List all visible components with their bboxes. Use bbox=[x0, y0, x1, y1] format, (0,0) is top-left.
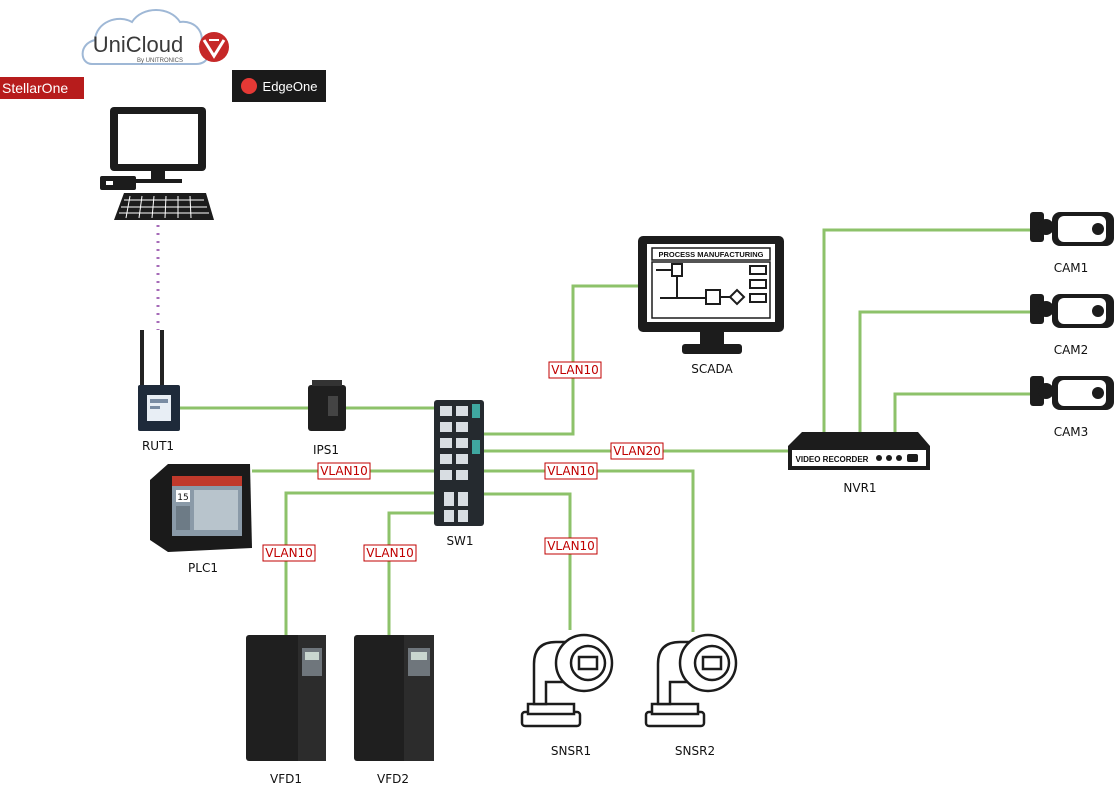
vlan-label-vfd1: VLAN10 bbox=[262, 544, 316, 562]
sensor-snsr1-icon bbox=[520, 633, 614, 728]
ips1-device bbox=[308, 380, 346, 431]
svg-text:VLAN10: VLAN10 bbox=[547, 464, 595, 478]
camera-cam3-icon bbox=[1030, 376, 1114, 410]
svg-text:VIDEO RECORDER: VIDEO RECORDER bbox=[796, 455, 869, 464]
svg-text:15: 15 bbox=[177, 493, 188, 503]
vlan-label-snsr2: VLAN10 bbox=[544, 462, 598, 480]
svg-text:VLAN20: VLAN20 bbox=[613, 444, 661, 458]
vfd1-device bbox=[246, 635, 326, 761]
ips1-label: IPS1 bbox=[313, 443, 339, 457]
link-nvr1-cam2 bbox=[858, 310, 1032, 432]
svg-text:VLAN10: VLAN10 bbox=[551, 363, 599, 377]
switch-sw1 bbox=[434, 400, 484, 526]
snsr1-label: SNSR1 bbox=[551, 744, 591, 758]
link-sw1-snsr1 bbox=[484, 492, 572, 630]
edgeone-label: EdgeOne bbox=[262, 78, 318, 94]
scada-monitor: PROCESS MANUFACTURING bbox=[638, 236, 784, 354]
svg-text:VLAN10: VLAN10 bbox=[547, 539, 595, 553]
cam2-label: CAM2 bbox=[1054, 343, 1089, 357]
vfd2-label: VFD2 bbox=[377, 772, 409, 786]
link-sw1-vfd2 bbox=[387, 511, 434, 637]
vlan-label-nvr: VLAN20 bbox=[610, 442, 664, 460]
scada-label: SCADA bbox=[691, 362, 733, 376]
unicloud-mark-icon bbox=[199, 32, 229, 62]
computer-icon bbox=[100, 107, 214, 220]
plc1-label: PLC1 bbox=[188, 561, 218, 575]
rut1-label: RUT1 bbox=[142, 439, 174, 453]
svg-text:VLAN10: VLAN10 bbox=[265, 546, 313, 560]
link-sw1-scada bbox=[484, 284, 638, 436]
vfd2-device bbox=[354, 635, 434, 761]
link-sw1-vfd1 bbox=[284, 491, 434, 637]
svg-text:VLAN10: VLAN10 bbox=[366, 546, 414, 560]
edgeone-logo: EdgeOne bbox=[232, 70, 326, 102]
stellarone-label: StellarOne bbox=[2, 80, 69, 96]
link-nvr1-cam3 bbox=[893, 392, 1032, 432]
svg-text:PROCESS MANUFACTURING: PROCESS MANUFACTURING bbox=[658, 250, 763, 259]
vlan-label-scada: VLAN10 bbox=[548, 361, 602, 379]
vlan-label-plc: VLAN10 bbox=[317, 462, 371, 480]
vfd1-label: VFD1 bbox=[270, 772, 302, 786]
nvr1-label: NVR1 bbox=[843, 481, 876, 495]
unicloud-logo: UniCloud By UNITRONICS bbox=[81, 9, 229, 65]
camera-cam2-icon bbox=[1030, 294, 1114, 328]
link-nvr1-cam1 bbox=[822, 228, 1032, 432]
router-rut1 bbox=[138, 330, 180, 431]
edgeone-mark-icon bbox=[240, 78, 257, 94]
stellarone-logo: StellarOne bbox=[0, 77, 84, 99]
svg-text:By UNITRONICS: By UNITRONICS bbox=[137, 58, 183, 64]
plc1-device: 15 bbox=[150, 464, 252, 552]
sw1-label: SW1 bbox=[446, 534, 473, 548]
vlan-label-snsr1: VLAN10 bbox=[544, 537, 598, 555]
nvr1-device: VIDEO RECORDER bbox=[788, 432, 930, 470]
vlan-label-vfd2: VLAN10 bbox=[363, 544, 417, 562]
svg-text:VLAN10: VLAN10 bbox=[320, 464, 368, 478]
cam3-label: CAM3 bbox=[1054, 425, 1089, 439]
svg-text:UniCloud: UniCloud bbox=[93, 32, 184, 57]
snsr2-label: SNSR2 bbox=[675, 744, 715, 758]
camera-cam1-icon bbox=[1030, 212, 1114, 246]
connections bbox=[156, 225, 1032, 637]
cam1-label: CAM1 bbox=[1054, 261, 1089, 275]
sensor-snsr2-icon bbox=[644, 633, 738, 728]
